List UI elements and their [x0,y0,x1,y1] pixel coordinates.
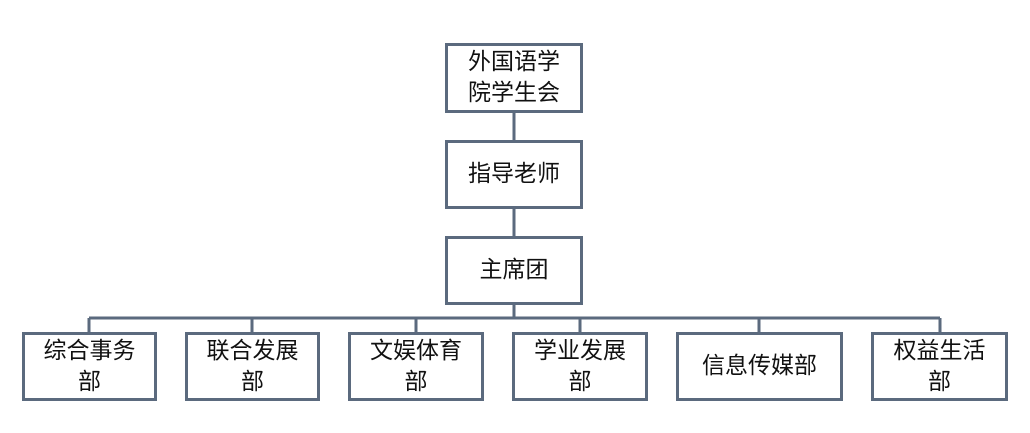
node-label-line: 学业发展 [534,337,626,364]
node-label-line: 部 [78,368,101,395]
node-label-line: 部 [568,368,592,395]
node-presidium: 主席团 [445,236,583,305]
node-label-line: 联合发展 [206,337,299,364]
node-arts-sports-dept: 文娱体育 部 [348,332,484,401]
node-label: 主席团 [479,257,549,283]
node-label-line: 部 [928,368,951,395]
node-academic-development-dept: 学业发展 部 [512,332,648,401]
node-label-line: 权益生活 [893,337,986,364]
node-label: 指导老师 [468,161,560,187]
node-rights-life-dept: 权益生活 部 [871,332,1008,401]
node-media-dept: 信息传媒部 [676,332,843,401]
node-advisor: 指导老师 [445,140,583,209]
node-label: 外国语学院学生会 [468,49,560,106]
node-label-line: 文娱体育 [370,337,462,364]
node-general-affairs-dept: 综合事务 部 [22,332,157,401]
node-label-line: 综合事务 [43,337,136,364]
node-student-union: 外国语学院学生会 [445,43,583,113]
node-label-line: 部 [404,368,428,395]
node-label: 信息传媒部 [702,353,817,379]
node-label-line: 部 [241,368,264,395]
node-joint-development-dept: 联合发展 部 [185,332,320,401]
